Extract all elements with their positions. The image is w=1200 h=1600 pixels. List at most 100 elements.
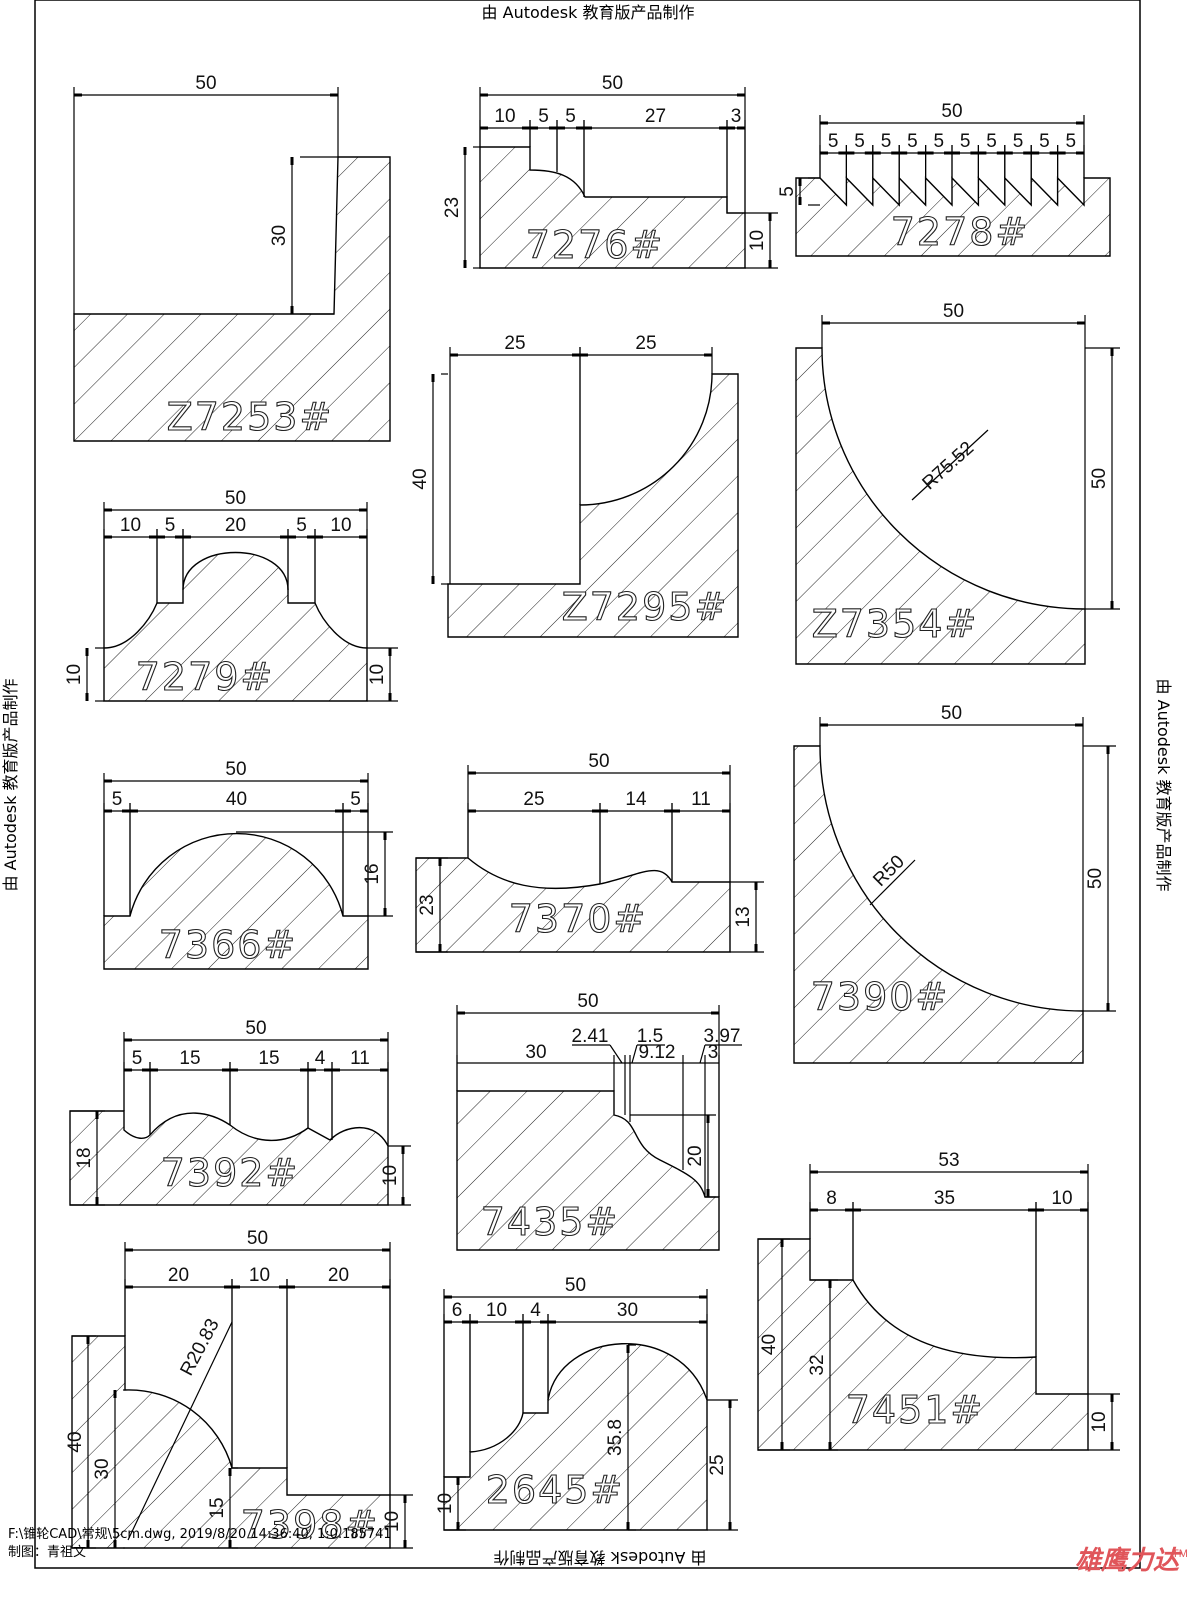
dimension-arrow <box>480 93 488 97</box>
dimension-arrow <box>996 151 1005 155</box>
dimension-arrow <box>125 1248 133 1252</box>
dimension-arrow <box>925 151 934 155</box>
dimension-arrow <box>360 809 368 813</box>
dimension-arrow <box>124 1068 132 1072</box>
dimension-arrow <box>307 535 315 539</box>
profile-label: 7278# <box>891 210 1030 254</box>
dimension-arrow <box>584 126 592 130</box>
dimension-text: 15 <box>179 1048 200 1069</box>
dimension-arrow <box>86 1540 90 1548</box>
dimension-text: 23 <box>442 197 463 218</box>
dimension-arrow <box>515 1320 523 1324</box>
dimension-text: 4 <box>315 1048 326 1069</box>
dimension-text: 8 <box>826 1188 837 1209</box>
dimension-text: 11 <box>691 789 711 810</box>
dimension-arrow <box>864 151 873 155</box>
dimension-text: 10 <box>367 664 388 685</box>
dimension-arrow <box>540 1320 548 1324</box>
dimension-arrow <box>728 1400 732 1408</box>
dimension-text: 13 <box>733 906 754 927</box>
profile-label: Z7253# <box>167 395 334 439</box>
dimension-arrow <box>872 151 881 155</box>
dimension-arrow <box>572 353 580 357</box>
profile-label: 7435# <box>481 1200 620 1244</box>
dimension-text: 50 <box>565 1275 586 1296</box>
dimension-arrow <box>1028 1208 1036 1212</box>
profile-section-hatched <box>71 1335 391 1549</box>
dimension-text: 50 <box>247 1228 268 1249</box>
dimension-arrow <box>1023 151 1032 155</box>
dimension-text: 5 <box>296 515 307 536</box>
dimension-text: 10 <box>435 1493 456 1514</box>
dimension-arrow <box>820 121 828 125</box>
dimension-text: 50 <box>602 73 623 94</box>
dimension-arrow <box>287 1285 295 1289</box>
dimension-arrow <box>360 779 368 783</box>
profile-label: 7390# <box>811 975 950 1019</box>
dimension-arrow <box>383 832 387 840</box>
watermark-bottom: 由 Autodesk 教育版产品制作 <box>494 1548 707 1567</box>
dimension-text: 10 <box>494 106 515 127</box>
dimension-text: 5 <box>1039 131 1050 152</box>
dimension-arrow <box>113 1390 117 1398</box>
dimension-arrow <box>706 1115 710 1123</box>
dimension-arrow <box>798 178 802 186</box>
dimension-arrow <box>324 1068 332 1072</box>
dimension-text: 6 <box>452 1300 463 1321</box>
dimension-arrow <box>891 151 900 155</box>
dimension-arrow <box>944 151 952 155</box>
dimension-arrow <box>754 944 758 952</box>
dimension-text: 50 <box>245 1018 266 1039</box>
dimension-arrow <box>468 809 476 813</box>
dimension-arrow <box>810 1170 818 1174</box>
dimension-text: 5 <box>907 131 918 152</box>
dimension-text: 50 <box>941 703 962 724</box>
dimension-arrow <box>1110 1394 1114 1402</box>
dimension-arrow <box>388 648 392 656</box>
dimension-text: 23 <box>417 894 438 915</box>
dimension-arrow <box>280 535 288 539</box>
profile-label: 7398# <box>241 1503 380 1547</box>
dimension-arrow <box>380 1038 388 1042</box>
dimension-arrow <box>1110 348 1114 356</box>
profile-label: 2645# <box>486 1468 625 1512</box>
dimension-text: 3 <box>708 1042 719 1063</box>
profile-section-hatched <box>103 551 368 702</box>
dimension-arrow <box>462 1320 470 1324</box>
dimension-text: 10 <box>1051 1188 1072 1209</box>
dimension-arrow <box>157 535 165 539</box>
dimension-arrow <box>664 809 672 813</box>
dimension-arrow <box>438 944 442 952</box>
profile-section-hatched <box>795 176 1111 257</box>
trademark-mark: TM <box>1172 1548 1188 1560</box>
dimension-text: 10 <box>380 1165 401 1186</box>
dimension-arrow <box>149 535 157 539</box>
dimension-arrow <box>332 1068 340 1072</box>
dimension-text: 9.12 <box>639 1042 676 1063</box>
dimension-arrow <box>780 1239 784 1247</box>
dimension-arrow <box>228 1468 232 1476</box>
dimension-arrow <box>722 771 730 775</box>
dimension-text: 50 <box>225 759 246 780</box>
dimension-text: 10 <box>486 1300 507 1321</box>
dimension-arrow <box>130 809 138 813</box>
dimension-arrow <box>699 1295 707 1299</box>
dimension-arrow <box>308 1068 316 1072</box>
dimension-text: 5 <box>1013 131 1024 152</box>
dimension-arrow <box>104 809 112 813</box>
dimension-arrow <box>456 1522 460 1530</box>
radius-leader <box>127 1321 233 1541</box>
dimension-text: 10 <box>64 664 85 685</box>
dimension-arrow <box>330 93 338 97</box>
profile-label: 7451# <box>846 1388 985 1432</box>
dimension-text: 10 <box>1089 1411 1110 1432</box>
dimension-arrow <box>232 1285 240 1289</box>
dimension-arrow <box>592 809 600 813</box>
dimension-arrow <box>1076 151 1084 155</box>
dimension-arrow <box>1106 1003 1110 1011</box>
dimension-arrow <box>401 1146 405 1154</box>
